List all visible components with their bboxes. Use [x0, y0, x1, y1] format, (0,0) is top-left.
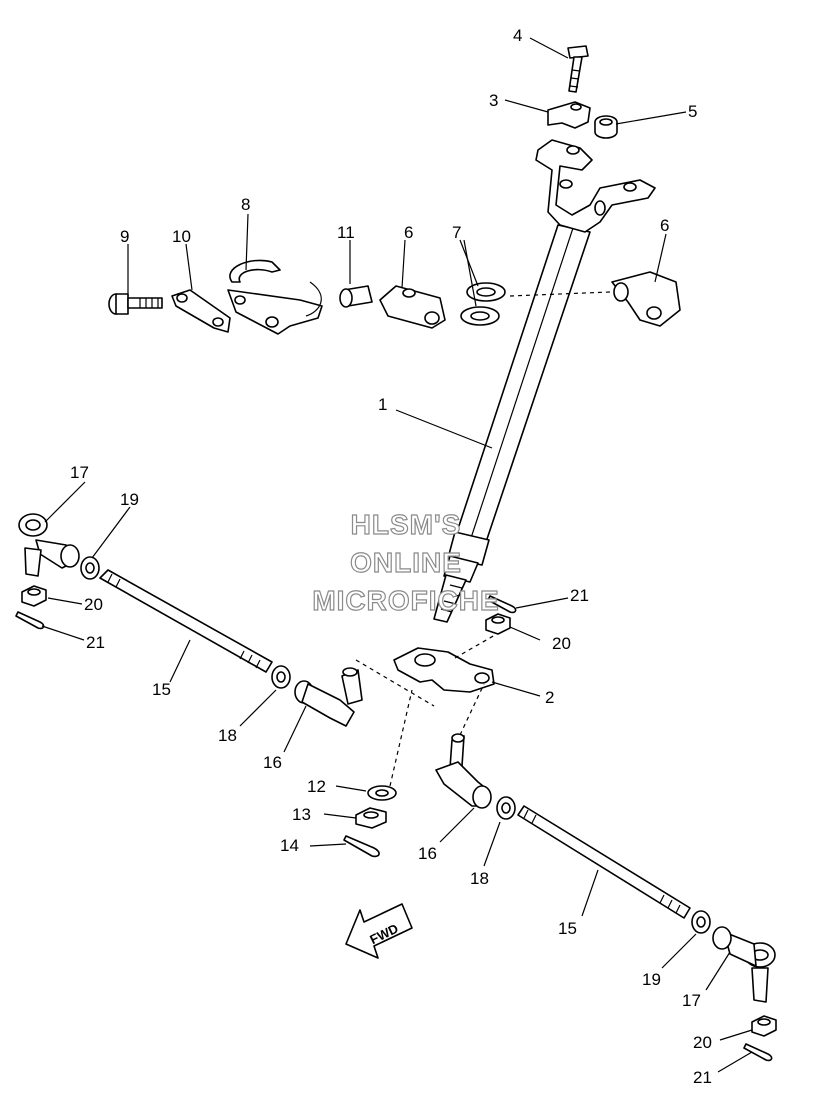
- bolt-part-4[interactable]: [567, 45, 589, 93]
- callout-17-right: 17: [682, 991, 701, 1010]
- callout-20-middle: 20: [552, 634, 571, 653]
- clamp-part-8[interactable]: [227, 259, 323, 335]
- callout-16-right: 16: [418, 844, 437, 863]
- callout-7: 7: [452, 223, 461, 242]
- washer-part-7[interactable]: [460, 282, 506, 326]
- cotter-pin-part-14[interactable]: [343, 835, 380, 858]
- plate-part-10[interactable]: [171, 289, 231, 333]
- callout-20-right: 20: [693, 1033, 712, 1052]
- nut-part-13[interactable]: [355, 807, 387, 829]
- cotter-pin-part-21-right[interactable]: [743, 1043, 773, 1062]
- callout-2: 2: [545, 688, 554, 707]
- washer-part-12[interactable]: [367, 785, 397, 801]
- callout-6-right: 6: [660, 216, 669, 235]
- watermark-line2: ONLINE: [350, 547, 462, 578]
- callout-17-left: 17: [70, 463, 89, 482]
- nut-part-20-right[interactable]: [751, 1015, 777, 1037]
- washer-part-19-left[interactable]: [80, 556, 100, 580]
- callout-9: 9: [120, 227, 129, 246]
- callout-21-right: 21: [693, 1068, 712, 1087]
- callout-21-middle: 21: [570, 586, 589, 605]
- upper-bracket[interactable]: [535, 139, 656, 233]
- cotter-pin-part-21-middle[interactable]: [487, 595, 517, 614]
- callout-14: 14: [280, 836, 299, 855]
- pitman-arm-part-2[interactable]: [393, 647, 495, 693]
- ball-joint-left[interactable]: [294, 667, 363, 727]
- callout-1: 1: [378, 395, 387, 414]
- callout-5: 5: [688, 102, 697, 121]
- callout-18-right: 18: [470, 869, 489, 888]
- callout-19-right: 19: [642, 970, 661, 989]
- callout-16-left: 16: [263, 753, 282, 772]
- callout-13: 13: [292, 805, 311, 824]
- callout-21-left: 21: [86, 633, 105, 652]
- callout-4: 4: [513, 26, 522, 45]
- tie-rod-left[interactable]: [99, 569, 273, 673]
- nut-part-18-right[interactable]: [496, 796, 516, 820]
- cotter-pin-part-21-left[interactable]: [15, 611, 45, 630]
- callout-8: 8: [241, 195, 250, 214]
- callout-6-left: 6: [404, 223, 413, 242]
- watermark-line1: HLSM'S: [351, 509, 462, 540]
- collar-part-11[interactable]: [339, 285, 373, 308]
- alignment-lines: [355, 291, 611, 787]
- holder-part-6-right[interactable]: [611, 271, 681, 327]
- leader-lines: [41, 37, 753, 1073]
- nut-part-18-left[interactable]: [271, 665, 291, 689]
- callout-labels: 4 3 5 8 6 9 10 11 6 7 1 17 19 21 20 20 2…: [70, 26, 712, 1087]
- nut-part-20-middle[interactable]: [485, 613, 511, 635]
- callout-3: 3: [489, 91, 498, 110]
- callout-12: 12: [307, 777, 326, 796]
- tie-rod-end-right[interactable]: [712, 926, 776, 1003]
- ball-joint-right[interactable]: [435, 733, 492, 809]
- washer-part-19-right[interactable]: [691, 910, 711, 934]
- watermark: HLSM'S ONLINE MICROFICHE: [312, 508, 500, 616]
- fwd-direction-arrow: FWD: [345, 903, 413, 959]
- callout-19-left: 19: [120, 490, 139, 509]
- bolt-part-9[interactable]: [108, 293, 163, 315]
- bushing-part-5[interactable]: [594, 115, 618, 139]
- callout-18-left: 18: [218, 726, 237, 745]
- callout-10: 10: [172, 227, 191, 246]
- tie-rod-right[interactable]: [517, 805, 691, 919]
- tie-rod-end-left[interactable]: [18, 513, 80, 577]
- callout-15-left: 15: [152, 680, 171, 699]
- holder-part-6-left[interactable]: [379, 285, 446, 329]
- callout-11: 11: [337, 223, 355, 242]
- watermark-line3: MICROFICHE: [312, 585, 499, 616]
- holder-part-3[interactable]: [547, 101, 591, 129]
- callout-15-right: 15: [558, 919, 577, 938]
- callout-20-left: 20: [84, 595, 103, 614]
- nut-part-20-left[interactable]: [21, 585, 47, 607]
